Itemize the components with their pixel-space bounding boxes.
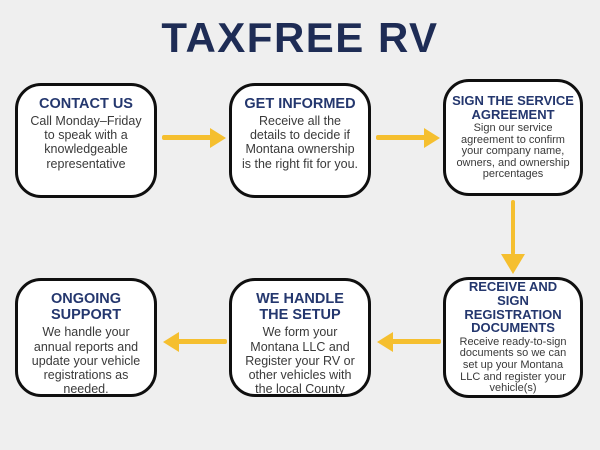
- step-description: Receive all the details to decide if Mon…: [241, 114, 359, 171]
- step-title: GET INFORMED: [244, 96, 356, 112]
- step-title: CONTACT US: [39, 96, 133, 112]
- flow-arrow-right-2: [376, 128, 440, 148]
- step-title: SIGN THE SERVICE AGREEMENT: [452, 92, 574, 122]
- arrow-shaft: [390, 339, 441, 344]
- arrow-shaft: [511, 200, 515, 255]
- arrow-head-left-icon: [377, 332, 393, 352]
- step-title: WE HANDLE THE SETUP: [256, 291, 344, 324]
- flow-arrow-left-2: [163, 332, 227, 352]
- arrow-head-left-icon: [163, 332, 179, 352]
- arrow-head-right-icon: [210, 128, 226, 148]
- flow-arrow-down: [501, 200, 525, 274]
- step-description: We form your Montana LLC and Register yo…: [245, 325, 355, 396]
- arrow-head-right-icon: [424, 128, 440, 148]
- step-box-sign-service-agreement: SIGN THE SERVICE AGREEMENT Sign our serv…: [443, 79, 583, 196]
- step-box-get-informed: GET INFORMED Receive all the details to …: [229, 83, 371, 198]
- page-title: TAXFREE RV: [161, 14, 439, 61]
- step-box-receive-sign-registration-documents: RECEIVE AND SIGN REGISTRATION DOCUMENTS …: [443, 277, 583, 398]
- step-description: We handle your annual reports and update…: [31, 325, 141, 396]
- step-title: RECEIVE AND SIGN REGISTRATION DOCUMENTS: [464, 279, 562, 336]
- arrow-head-down-icon: [501, 254, 525, 274]
- step-title: ONGOING SUPPORT: [50, 291, 122, 324]
- arrow-shaft: [376, 135, 427, 140]
- flow-arrow-right-1: [162, 128, 226, 148]
- arrow-shaft: [162, 135, 213, 140]
- step-box-ongoing-support: ONGOING SUPPORT We handle your annual re…: [15, 278, 157, 397]
- step-description: Call Monday–Friday to speak with a knowl…: [30, 114, 142, 171]
- step-description: Sign our service agreement to confirm yo…: [456, 122, 570, 181]
- step-box-we-handle-the-setup: WE HANDLE THE SETUP We form your Montana…: [229, 278, 371, 397]
- step-box-contact-us: CONTACT US Call Monday–Friday to speak w…: [15, 83, 157, 198]
- flow-arrow-left-1: [377, 332, 441, 352]
- arrow-shaft: [176, 339, 227, 344]
- step-description: Receive ready-to-sign documents so we ca…: [459, 335, 567, 395]
